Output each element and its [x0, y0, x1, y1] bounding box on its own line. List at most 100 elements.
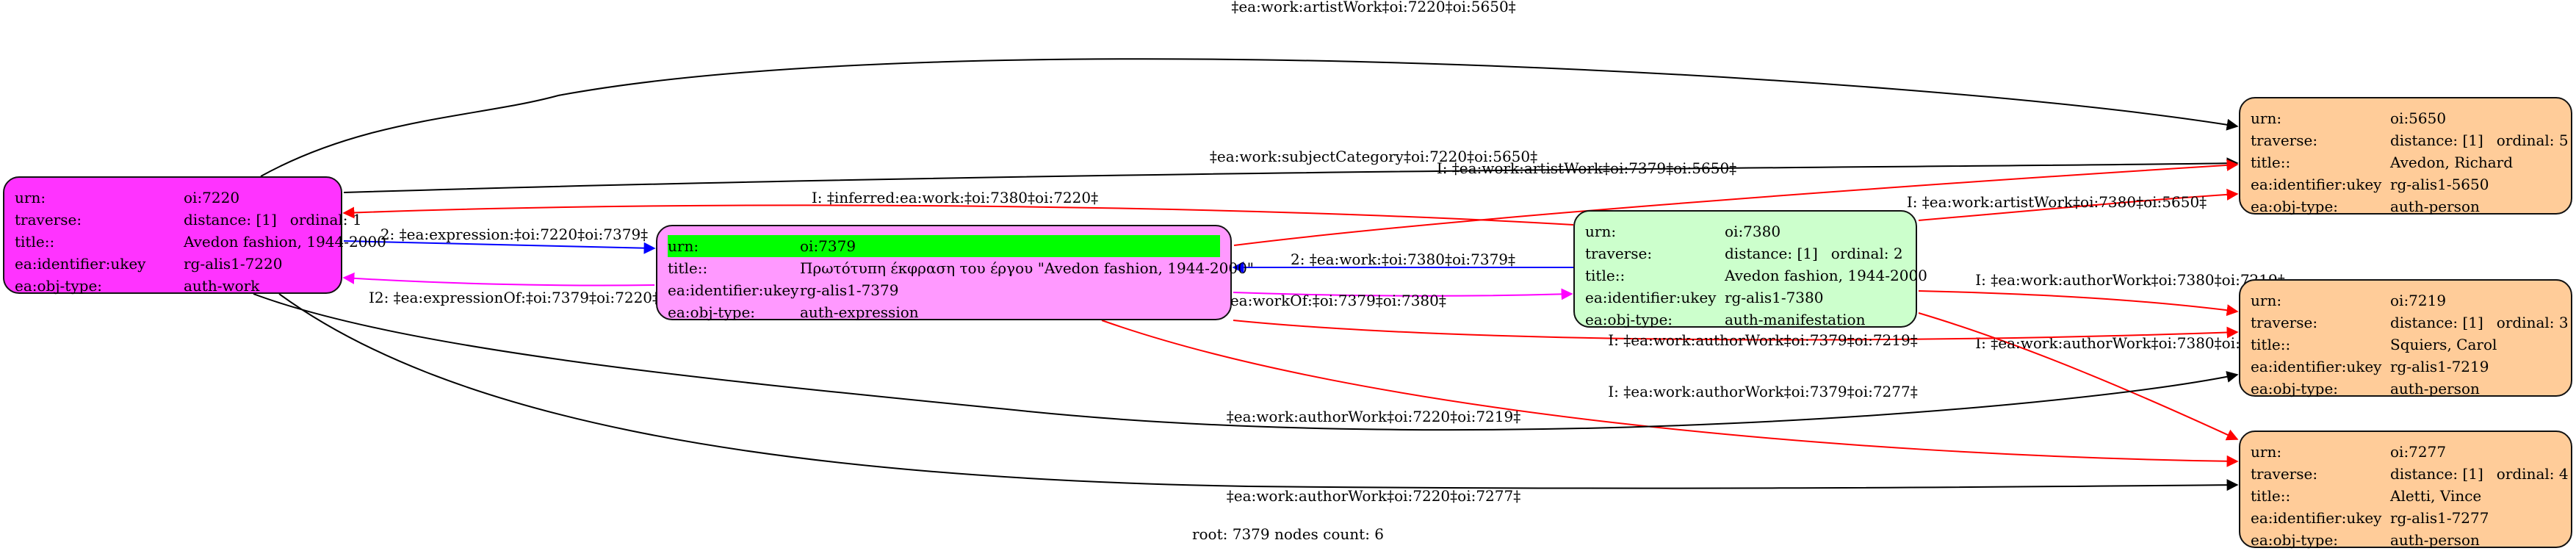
edge-label: I: ‡ea:work:artistWork‡oi:7379‡oi:5650‡	[1437, 159, 1736, 177]
row-value: rg-alis1-7220	[184, 253, 331, 275]
row-key: urn:	[1585, 223, 1617, 240]
node-7219[interactable]: urn: oi:7219 traverse:distance: [1]ordinal…	[2239, 279, 2572, 397]
node-row: ea:identifier:ukey rg-alis1-7220	[15, 253, 331, 275]
edge-line	[278, 293, 2239, 491]
row-ordinal: ordinal: 4	[2496, 465, 2569, 483]
edge-line	[1101, 320, 2239, 467]
row-value: distance: [1]ordinal: 3	[2390, 311, 2569, 334]
edge-label: I: ‡ea:work:authorWork‡oi:7379‡oi:7219‡	[1608, 331, 1917, 349]
row-key: title::	[15, 233, 55, 251]
row-key: traverse:	[1585, 245, 1653, 262]
node-row: urn:oi:7220	[15, 187, 331, 209]
row-value: auth-person	[2390, 378, 2561, 400]
row-value: oi:5650	[2390, 107, 2561, 129]
row-value-text: oi:7380	[1725, 223, 1781, 240]
row-key: ea:identifier:ukey	[2251, 176, 2382, 193]
edge-label: I: ‡ea:work:authorWork‡oi:7379‡oi:7277‡	[1608, 383, 1917, 400]
edge-label: I: ‡ea:work:authorWork‡oi:7380‡oi:7219‡	[1975, 271, 2284, 289]
row-key: ea:identifier:ukey	[1585, 289, 1717, 306]
row-value: Avedon, Richard	[2390, 151, 2561, 173]
node-row: title::Πρωτότυπη έκφραση του έργου "Aved…	[668, 257, 1254, 279]
row-value: rg-alis1-5650	[2390, 173, 2561, 195]
node-row: ea:obj-type:auth-person	[2251, 378, 2561, 400]
row-value-text: Πρωτότυπη έκφραση του έργου "Avedon fash…	[800, 259, 1254, 277]
node-row: ea:obj-type:auth-person	[2251, 529, 2561, 551]
row-value-text: auth-expression	[800, 303, 919, 321]
row-key: urn:	[15, 189, 46, 206]
edge-line	[1233, 288, 1573, 300]
row-key: urn:	[2251, 292, 2282, 309]
row-value: auth-expression	[800, 301, 1220, 323]
node-row: urn: oi:7219	[2251, 289, 2561, 311]
node-row: ea:identifier:ukey rg-alis1-5650	[2251, 173, 2561, 195]
row-key: ea:identifier:ukey	[2251, 358, 2382, 375]
edge-line	[1918, 188, 2239, 221]
edge-line	[1918, 312, 2239, 441]
row-value-text: rg-alis1-7277	[2390, 509, 2489, 527]
node-row: ea:identifier:ukey rg-alis1-7219	[2251, 356, 2561, 378]
row-value-text: auth-work	[184, 277, 260, 295]
node-row: ea:obj-type:auth-work	[15, 275, 331, 297]
row-ordinal: ordinal: 5	[2496, 132, 2569, 149]
node-row: traverse: distance: [1]ordinal: 2	[1585, 242, 1905, 264]
node-7277[interactable]: urn:oi:7277 traverse: distance: [1] ordinal…	[2239, 431, 2572, 551]
edge-layer: ‡ea:work:artistWork‡oi:7220‡oi:5650‡‡ea:…	[253, 0, 2285, 505]
row-value-text: rg-alis1-7380	[1725, 289, 1824, 306]
node-row: ea:obj-type: auth-person	[2251, 195, 2561, 217]
row-key: urn:	[668, 237, 699, 255]
row-ordinal: ordinal: 3	[2496, 314, 2569, 331]
edge-label: I2: ‡ea:expressionOf:‡oi:7379‡oi:7220‡	[369, 289, 660, 306]
row-value-text: auth-person	[2390, 531, 2480, 549]
row-key: ea:obj-type:	[668, 303, 756, 321]
row-value: auth-work	[184, 275, 331, 297]
node-row: title::Avedon fashion, 1944-2000	[1585, 264, 1927, 287]
edge-label: 2: ‡ea:expression:‡oi:7220‡oi:7379‡	[380, 226, 648, 243]
node-7380[interactable]: urn: oi:7380 traverse: distance: [1]ordinal…	[1573, 210, 1927, 328]
row-value: auth-person	[2390, 195, 2561, 217]
row-value: distance: [1]ordinal: 2	[1725, 242, 1905, 264]
edge-line	[1233, 159, 2239, 246]
edge-line	[343, 240, 656, 254]
node-row: urn: oi:5650	[2251, 107, 2561, 129]
node-row: ea:obj-type: auth-expression	[668, 301, 1220, 323]
row-key: title::	[2251, 154, 2291, 171]
row-value-text: Squiers, Carol	[2390, 336, 2497, 353]
edge-label: ‡ea:work:authorWork‡oi:7220‡oi:7277‡	[1227, 487, 1520, 505]
node-5650[interactable]: urn: oi:5650 traverse:distance: [1]ordinal…	[2239, 97, 2572, 215]
row-value: distance: [1]ordinal: 1	[184, 209, 362, 231]
row-value: Πρωτότυπη έκφραση του έργου "Avedon fash…	[800, 257, 1254, 279]
row-value: oi:7219	[2390, 289, 2561, 311]
row-value: rg-alis1-7379	[800, 279, 1220, 301]
row-key: ea:identifier:ukey	[15, 255, 146, 273]
row-value: Squiers, Carol	[2390, 334, 2561, 356]
node-7220[interactable]: urn:oi:7220 traverse: distance: [1]ordinal…	[3, 176, 386, 297]
row-key: traverse:	[15, 211, 82, 228]
row-key: title::	[2251, 487, 2291, 505]
row-value-text: Avedon fashion, 1944-2000	[1725, 267, 1927, 284]
graph-footer: root: 7379 nodes count: 6	[1191, 525, 1385, 543]
row-key: urn:	[2251, 109, 2282, 127]
node-row: traverse: distance: [1] ordinal: 4	[2251, 463, 2569, 485]
row-value-text: oi:7219	[2390, 292, 2447, 309]
row-key: ea:obj-type:	[2251, 198, 2339, 215]
node-row: traverse:distance: [1]ordinal: 3	[2251, 311, 2569, 334]
node-row: title::Squiers, Carol	[2251, 334, 2561, 356]
row-value-text: distance: [1]	[184, 211, 277, 228]
edge-line	[1918, 290, 2239, 317]
row-value-text: oi:5650	[2390, 109, 2447, 127]
row-value-text: auth-person	[2390, 198, 2480, 215]
row-value: rg-alis1-7219	[2390, 356, 2561, 378]
row-key: traverse:	[2251, 465, 2318, 483]
node-row: title::Avedon fashion, 1944-2000	[15, 231, 386, 253]
row-value-text: auth-manifestation	[1725, 311, 1866, 328]
row-key: traverse:	[2251, 132, 2318, 149]
row-value-text: distance: [1]	[2390, 465, 2483, 483]
row-value-text: oi:7379	[800, 237, 856, 255]
node-row: traverse:distance: [1]ordinal: 5	[2251, 129, 2569, 151]
node-row: title::Avedon, Richard	[2251, 151, 2561, 173]
row-value-text: auth-person	[2390, 380, 2480, 397]
row-value: Aletti, Vince	[2390, 485, 2561, 507]
node-row: urn:oi:7277	[2251, 441, 2561, 463]
